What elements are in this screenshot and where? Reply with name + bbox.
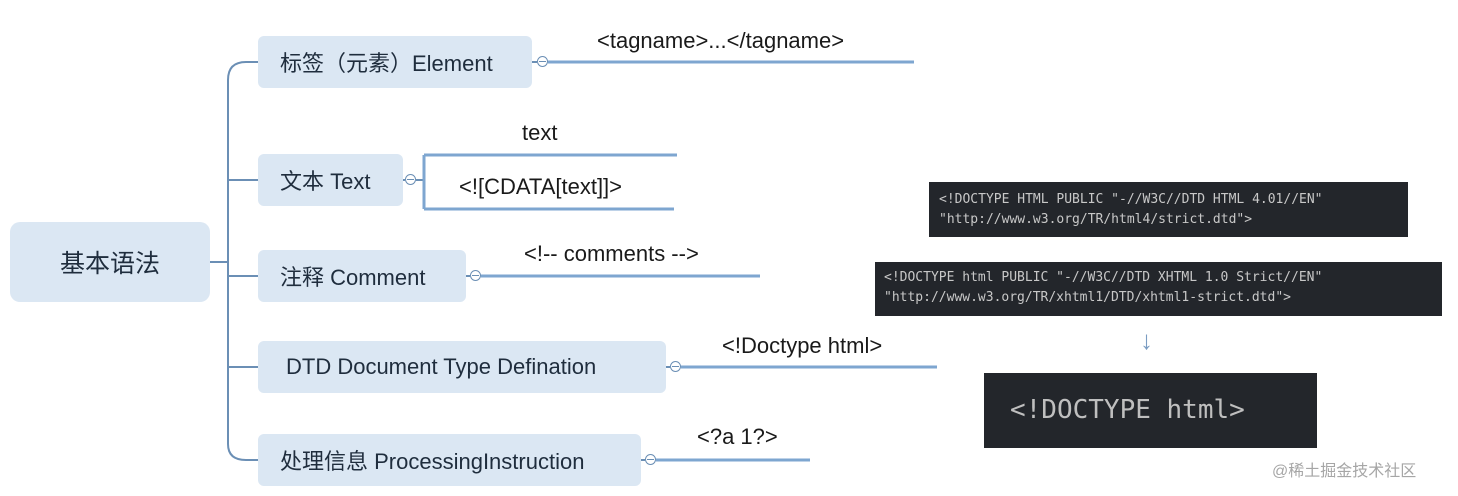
code-line: <!DOCTYPE html PUBLIC "-//W3C//DTD XHTML…: [884, 270, 1323, 285]
leaf-cdata[interactable]: <![CDATA[text]]>: [459, 174, 623, 199]
code-block-html5-doctype: <!DOCTYPE html>: [984, 373, 1317, 448]
branch-label: 注释 Comment: [280, 265, 426, 290]
collapse-toggle-icon[interactable]: [405, 174, 416, 185]
branch-label: DTD Document Type Defination: [286, 354, 597, 379]
leaf-comment-syntax[interactable]: <!-- comments -->: [524, 241, 699, 266]
leaf-element-syntax[interactable]: <tagname>...</tagname>: [597, 28, 845, 53]
collapse-toggle-icon[interactable]: [537, 56, 548, 67]
collapse-toggle-icon[interactable]: [645, 454, 656, 465]
code-line: <!DOCTYPE html>: [1010, 395, 1245, 425]
branch-label: 标签（元素）Element: [280, 51, 493, 76]
branch-node-comment[interactable]: 注释 Comment: [258, 250, 466, 302]
arrow-down-icon: ↓: [1140, 325, 1153, 355]
leaf-text[interactable]: text: [522, 120, 558, 145]
leaf-processing-instruction[interactable]: <?a 1?>: [697, 424, 778, 449]
branch-node-dtd[interactable]: DTD Document Type Defination: [258, 341, 666, 393]
code-line: <!DOCTYPE HTML PUBLIC "-//W3C//DTD HTML …: [939, 192, 1323, 207]
collapse-toggle-icon[interactable]: [470, 270, 481, 281]
branch-label: 处理信息 ProcessingInstruction: [280, 449, 585, 474]
code-block-xhtml-doctype: <!DOCTYPE html PUBLIC "-//W3C//DTD XHTML…: [875, 262, 1442, 316]
code-line: "http://www.w3.org/TR/xhtml1/DTD/xhtml1-…: [884, 290, 1291, 305]
collapse-toggle-icon[interactable]: [670, 361, 681, 372]
code-line: "http://www.w3.org/TR/html4/strict.dtd">: [939, 212, 1253, 227]
root-node[interactable]: 基本语法: [10, 222, 210, 302]
branch-label: 文本 Text: [280, 169, 371, 194]
leaf-doctype[interactable]: <!Doctype html>: [722, 333, 883, 358]
watermark: @稀土掘金技术社区: [1272, 463, 1417, 480]
branch-node-processing-instruction[interactable]: 处理信息 ProcessingInstruction: [258, 434, 641, 486]
branch-node-text[interactable]: 文本 Text: [258, 154, 403, 206]
root-label: 基本语法: [59, 250, 160, 278]
code-block-html4-doctype: <!DOCTYPE HTML PUBLIC "-//W3C//DTD HTML …: [929, 182, 1408, 237]
branch-node-element[interactable]: 标签（元素）Element: [258, 36, 532, 88]
